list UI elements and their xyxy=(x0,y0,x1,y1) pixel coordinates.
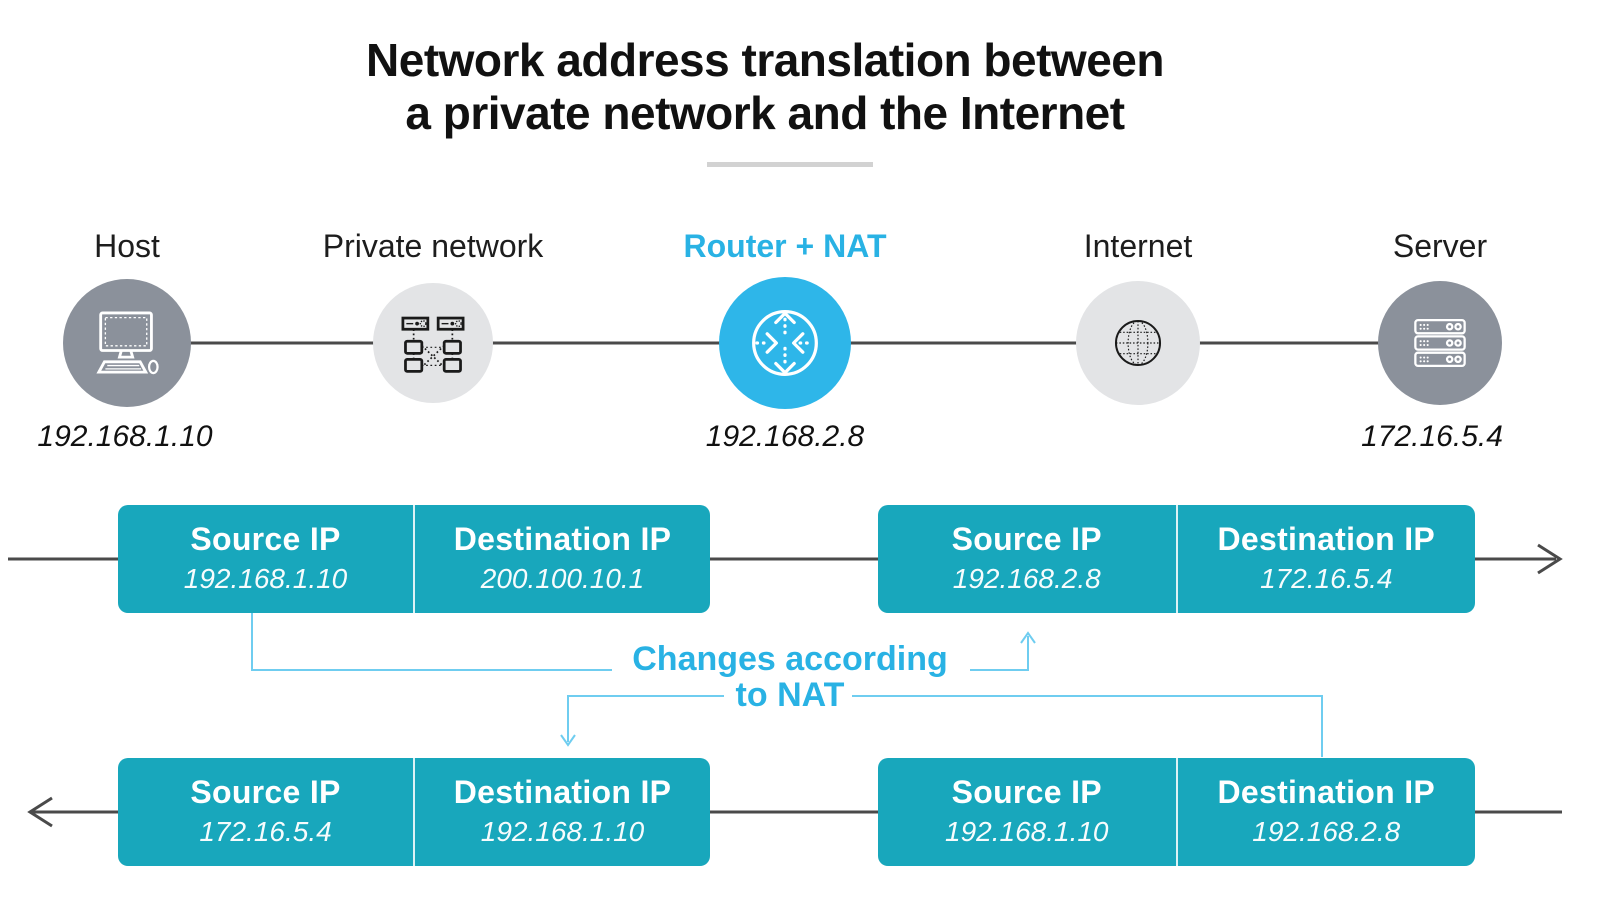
packet-cell-ip: 172.16.5.4 xyxy=(1260,563,1393,594)
packet-cell-destination: Destination IP 192.168.2.8 xyxy=(1175,758,1476,866)
router-icon xyxy=(752,310,818,376)
node-label-server: Server xyxy=(1392,228,1488,264)
node-ip-server: 172.16.5.4 xyxy=(1361,420,1503,453)
node-circle-internet xyxy=(1076,281,1200,405)
nat-annotation-line-2: to NAT xyxy=(735,676,845,714)
packet-cell-source: Source IP 192.168.1.10 xyxy=(118,505,413,613)
packet-cell-ip: 192.168.2.8 xyxy=(952,563,1101,594)
packet-cell-destination: Destination IP 192.168.1.10 xyxy=(413,758,710,866)
node-label-router-nat: Router + NAT xyxy=(683,228,887,264)
packet-box-bottom-right: Source IP 192.168.1.10 Destination IP 19… xyxy=(878,758,1475,866)
packet-cell-label: Destination IP xyxy=(453,521,672,557)
packet-box-bottom-left: Source IP 172.16.5.4 Destination IP 192.… xyxy=(118,758,710,866)
packet-cell-label: Destination IP xyxy=(1217,774,1436,810)
connector-to-bottom-left-box xyxy=(567,695,724,742)
nat-annotation-line-1: Changes according xyxy=(632,640,948,678)
down-arrowhead-icon xyxy=(560,734,576,747)
title-line-1: Network address translation between xyxy=(366,34,1164,86)
connector-from-top-left-box xyxy=(251,613,612,671)
desktop-computer-icon xyxy=(96,311,159,375)
packet-box-top-left: Source IP 192.168.1.10 Destination IP 20… xyxy=(118,505,710,613)
packet-cell-ip: 192.168.2.8 xyxy=(1252,816,1401,847)
packet-cell-ip: 192.168.1.10 xyxy=(945,816,1109,847)
packet-cell-source: Source IP 192.168.1.10 xyxy=(878,758,1176,866)
node-label-private-network: Private network xyxy=(322,228,544,264)
packet-cell-label: Source IP xyxy=(951,521,1102,557)
nat-annotation: Changes according to NAT xyxy=(632,641,948,713)
node-circle-server xyxy=(1378,281,1502,405)
right-arrowhead-icon xyxy=(1537,543,1563,575)
node-circle-private-network xyxy=(373,283,493,403)
node-label-internet: Internet xyxy=(1083,228,1193,264)
packet-cell-ip: 172.16.5.4 xyxy=(199,816,332,847)
title-underline-bar xyxy=(707,162,873,167)
packet-box-top-right: Source IP 192.168.2.8 Destination IP 172… xyxy=(878,505,1475,613)
packet-cell-ip: 192.168.1.10 xyxy=(480,816,645,847)
packet-cell-label: Destination IP xyxy=(1217,521,1436,557)
node-ip-router: 192.168.2.8 xyxy=(705,420,865,453)
up-arrowhead-icon xyxy=(1020,631,1036,644)
node-label-host: Host xyxy=(94,228,160,264)
connector-to-top-right-box xyxy=(970,636,1029,671)
packet-cell-ip: 200.100.10.1 xyxy=(480,563,645,594)
lan-network-icon xyxy=(401,316,465,373)
packet-cell-source: Source IP 172.16.5.4 xyxy=(118,758,413,866)
left-arrowhead-icon xyxy=(27,796,53,828)
packet-cell-label: Source IP xyxy=(951,774,1102,810)
node-circle-host xyxy=(63,279,191,407)
packet-cell-destination: Destination IP 200.100.10.1 xyxy=(413,505,710,613)
node-ip-host: 192.168.1.10 xyxy=(37,420,213,453)
title-line-2: a private network and the Internet xyxy=(405,87,1125,139)
node-circle-router-nat xyxy=(719,277,851,409)
packet-cell-source: Source IP 192.168.2.8 xyxy=(878,505,1176,613)
packet-cell-label: Destination IP xyxy=(453,774,672,810)
connector-to-bottom-right-box xyxy=(852,695,1323,757)
packet-cell-label: Source IP xyxy=(190,774,341,810)
packet-cell-destination: Destination IP 172.16.5.4 xyxy=(1175,505,1476,613)
packet-cell-label: Source IP xyxy=(190,521,341,557)
globe-icon xyxy=(1114,319,1162,367)
packet-cell-ip: 192.168.1.10 xyxy=(183,563,348,594)
server-icon xyxy=(1414,318,1466,368)
